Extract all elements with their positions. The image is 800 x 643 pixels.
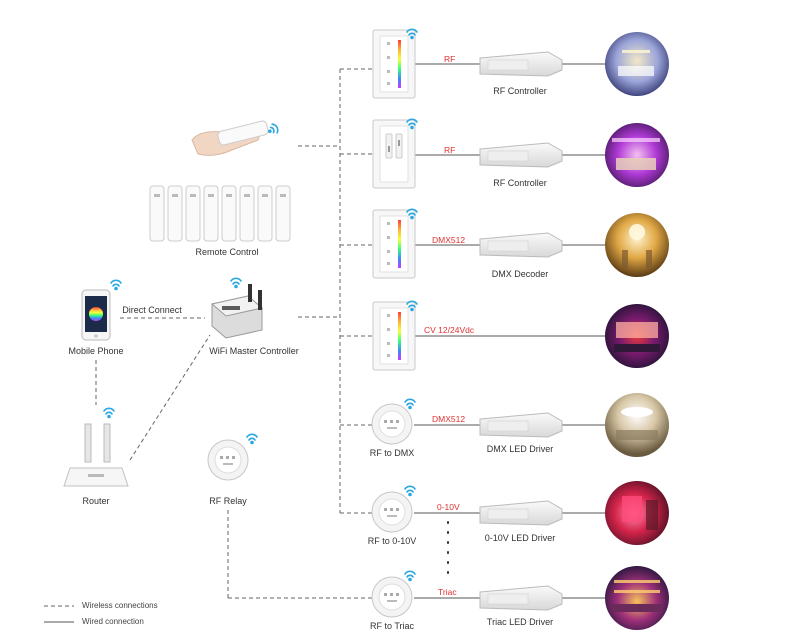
rf-to-dmx-label: RF to DMX xyxy=(369,448,415,458)
wifi-icon-rf-010v xyxy=(404,485,416,497)
row7-output-label: Triac LED Driver xyxy=(486,617,554,627)
router-label: Router xyxy=(82,496,110,506)
legend-wireless-label: Wireless connections xyxy=(82,601,158,610)
bar-scene-icon xyxy=(605,566,669,630)
theater-scene-icon xyxy=(605,304,669,368)
wifi-icon-panel3 xyxy=(406,208,418,220)
row6-connection-label: 0-10V xyxy=(437,502,460,512)
wifi-signal-icons xyxy=(103,28,418,582)
row5-connection-label: DMX512 xyxy=(432,414,466,424)
row2-output-label: RF Controller xyxy=(493,178,547,188)
rgb-wall-panel-1 xyxy=(372,29,416,99)
rf-relay-label: RF Relay xyxy=(209,496,247,506)
cv-wall-panel xyxy=(372,301,416,371)
rf-to-triac-receiver xyxy=(371,576,413,618)
rf-to-triac-label: RF to Triac xyxy=(369,621,415,631)
wifi-icon-master xyxy=(230,277,242,289)
router-to-master-link xyxy=(129,334,211,461)
triac-led-driver-box xyxy=(479,585,563,611)
wifi-icon-panel4 xyxy=(406,300,418,312)
rf-to-010v-label: RF to 0-10V xyxy=(367,536,417,546)
row1-output-label: RF Controller xyxy=(493,86,547,96)
wifi-icon-rf-triac xyxy=(404,570,416,582)
row5-output-label: DMX LED Driver xyxy=(486,444,554,454)
bedroom-scene-icon xyxy=(605,123,669,187)
rf-to-010v-receiver xyxy=(371,491,413,533)
living-room-scene-icon xyxy=(605,32,669,96)
legend-wired-label: Wired connection xyxy=(82,617,144,626)
row6-output-label: 0-10V LED Driver xyxy=(484,533,556,543)
row2-connection-label: RF xyxy=(444,145,456,155)
ceiling-scene-icon xyxy=(605,393,669,457)
lobby-scene-icon xyxy=(605,213,669,277)
router-device xyxy=(63,423,129,487)
remote-lineup xyxy=(149,185,291,242)
rf-controller-box-1 xyxy=(479,51,563,77)
dimmer-wall-panel xyxy=(372,119,416,189)
rf-relay-device xyxy=(207,439,249,481)
row3-connection-label: DMX512 xyxy=(432,235,466,245)
row3-output-label: DMX Decoder xyxy=(491,269,549,279)
mobile-phone-device xyxy=(81,289,111,341)
dmx-wall-panel xyxy=(372,209,416,279)
row1-connection-label: RF xyxy=(444,54,456,64)
pink-wall-scene-icon xyxy=(605,481,669,545)
dmx-decoder-box xyxy=(479,232,563,258)
wifi-icon-panel1 xyxy=(406,28,418,40)
rf-controller-box-2 xyxy=(479,142,563,168)
row4-connection-label: CV 12/24Vdc xyxy=(424,325,475,335)
wireless-links xyxy=(95,68,449,599)
legend xyxy=(44,605,74,623)
row7-connection-label: Triac xyxy=(438,587,457,597)
scene-photos xyxy=(605,32,669,630)
010v-led-driver-box xyxy=(479,500,563,526)
wifi-icon-panel2 xyxy=(406,118,418,130)
mobile-phone-label: Mobile Phone xyxy=(68,346,124,356)
remote-hand-photo xyxy=(191,120,269,156)
wifi-icon-phone xyxy=(110,279,122,291)
wifi-master-device xyxy=(210,284,264,339)
dmx-led-driver-box xyxy=(479,412,563,438)
driver-boxes xyxy=(479,51,563,611)
remote-control-label: Remote Control xyxy=(195,247,259,257)
direct-connect-label: Direct Connect xyxy=(122,305,182,315)
rf-to-dmx-receiver xyxy=(371,403,413,445)
wifi-icon-router xyxy=(103,407,115,419)
wired-links xyxy=(414,63,606,599)
wifi-icon-rf-relay xyxy=(246,433,258,445)
wifi-icon-rf-dmx xyxy=(404,398,416,410)
wifi-icon-remote xyxy=(268,123,279,134)
wifi-master-label: WiFi Master Controller xyxy=(209,346,299,356)
